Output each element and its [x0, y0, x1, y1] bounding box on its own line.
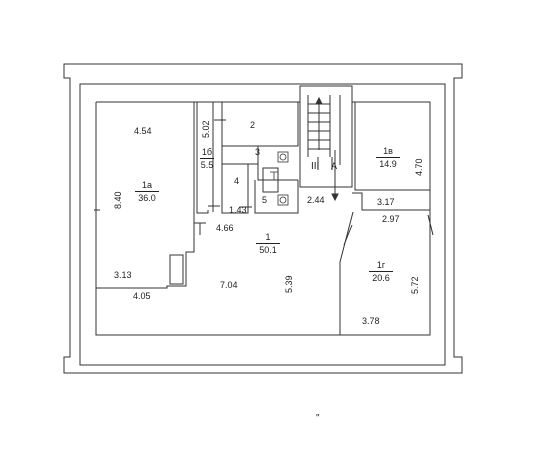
- outer-wall-inner: [79, 83, 446, 366]
- room-1v-number: 1в: [376, 147, 400, 158]
- dim-4-05: 4.05: [133, 291, 151, 301]
- room-1-number: 1: [256, 233, 280, 244]
- outer-wall: [63, 63, 463, 374]
- room-1g-area: 20.6: [372, 273, 390, 283]
- dim-1-43: 1.43: [229, 205, 247, 215]
- room-1a-area: 36.0: [138, 193, 156, 203]
- dim-8-40: 8.40: [113, 191, 123, 209]
- room-1a-wall: [96, 101, 195, 289]
- room-3-label: 3: [255, 147, 261, 157]
- room-1v-area: 14.9: [379, 159, 397, 169]
- room-1g-wall: [339, 211, 431, 335]
- dim-4-66: 4.66: [216, 223, 234, 233]
- stair-letter-label: A: [331, 161, 338, 171]
- dim-5-72: 5.72: [410, 276, 420, 294]
- room-4-wall: [221, 164, 249, 214]
- dim-4-54: 4.54: [134, 126, 152, 136]
- room-2-wall: [221, 101, 299, 147]
- room-5-wall: [254, 180, 299, 214]
- room-5-label: 5: [262, 195, 268, 205]
- room-1a-label: 1а 36.0: [135, 181, 159, 203]
- room-3-wall: [221, 146, 298, 181]
- room-1g-label: 1г 20.6: [369, 261, 393, 283]
- dim-7-04: 7.04: [220, 280, 238, 290]
- dim-2-97: 2.97: [382, 214, 400, 224]
- room-1b-area: 5.5: [200, 160, 214, 170]
- room-1v-label: 1в 14.9: [376, 147, 400, 169]
- bottom-mark: ": [316, 413, 320, 424]
- dim-3-17: 3.17: [377, 197, 395, 207]
- room-1b-number: 1б: [200, 147, 214, 159]
- room-1b-label: 1б 5.5: [200, 148, 214, 170]
- room-1b-wall: [196, 102, 214, 214]
- room-4-label: 4: [234, 176, 240, 186]
- dim-4-70: 4.70: [414, 158, 424, 176]
- room-1v-wall: [354, 102, 430, 191]
- room-1a-number: 1а: [135, 181, 159, 192]
- room-2-label: 2: [250, 120, 256, 130]
- dim-5-39: 5.39: [284, 275, 294, 293]
- room-1-label: 1 50.1: [256, 233, 280, 255]
- dim-2-44: 2.44: [307, 195, 325, 205]
- room-1-area: 50.1: [259, 245, 277, 255]
- dim-5-02: 5.02: [201, 120, 211, 138]
- dim-3-78: 3.78: [362, 316, 380, 326]
- stair-wall: [299, 85, 353, 188]
- dim-3-13: 3.13: [114, 270, 132, 280]
- room-1g-number: 1г: [369, 261, 393, 272]
- stair-section-label: III: [311, 161, 320, 172]
